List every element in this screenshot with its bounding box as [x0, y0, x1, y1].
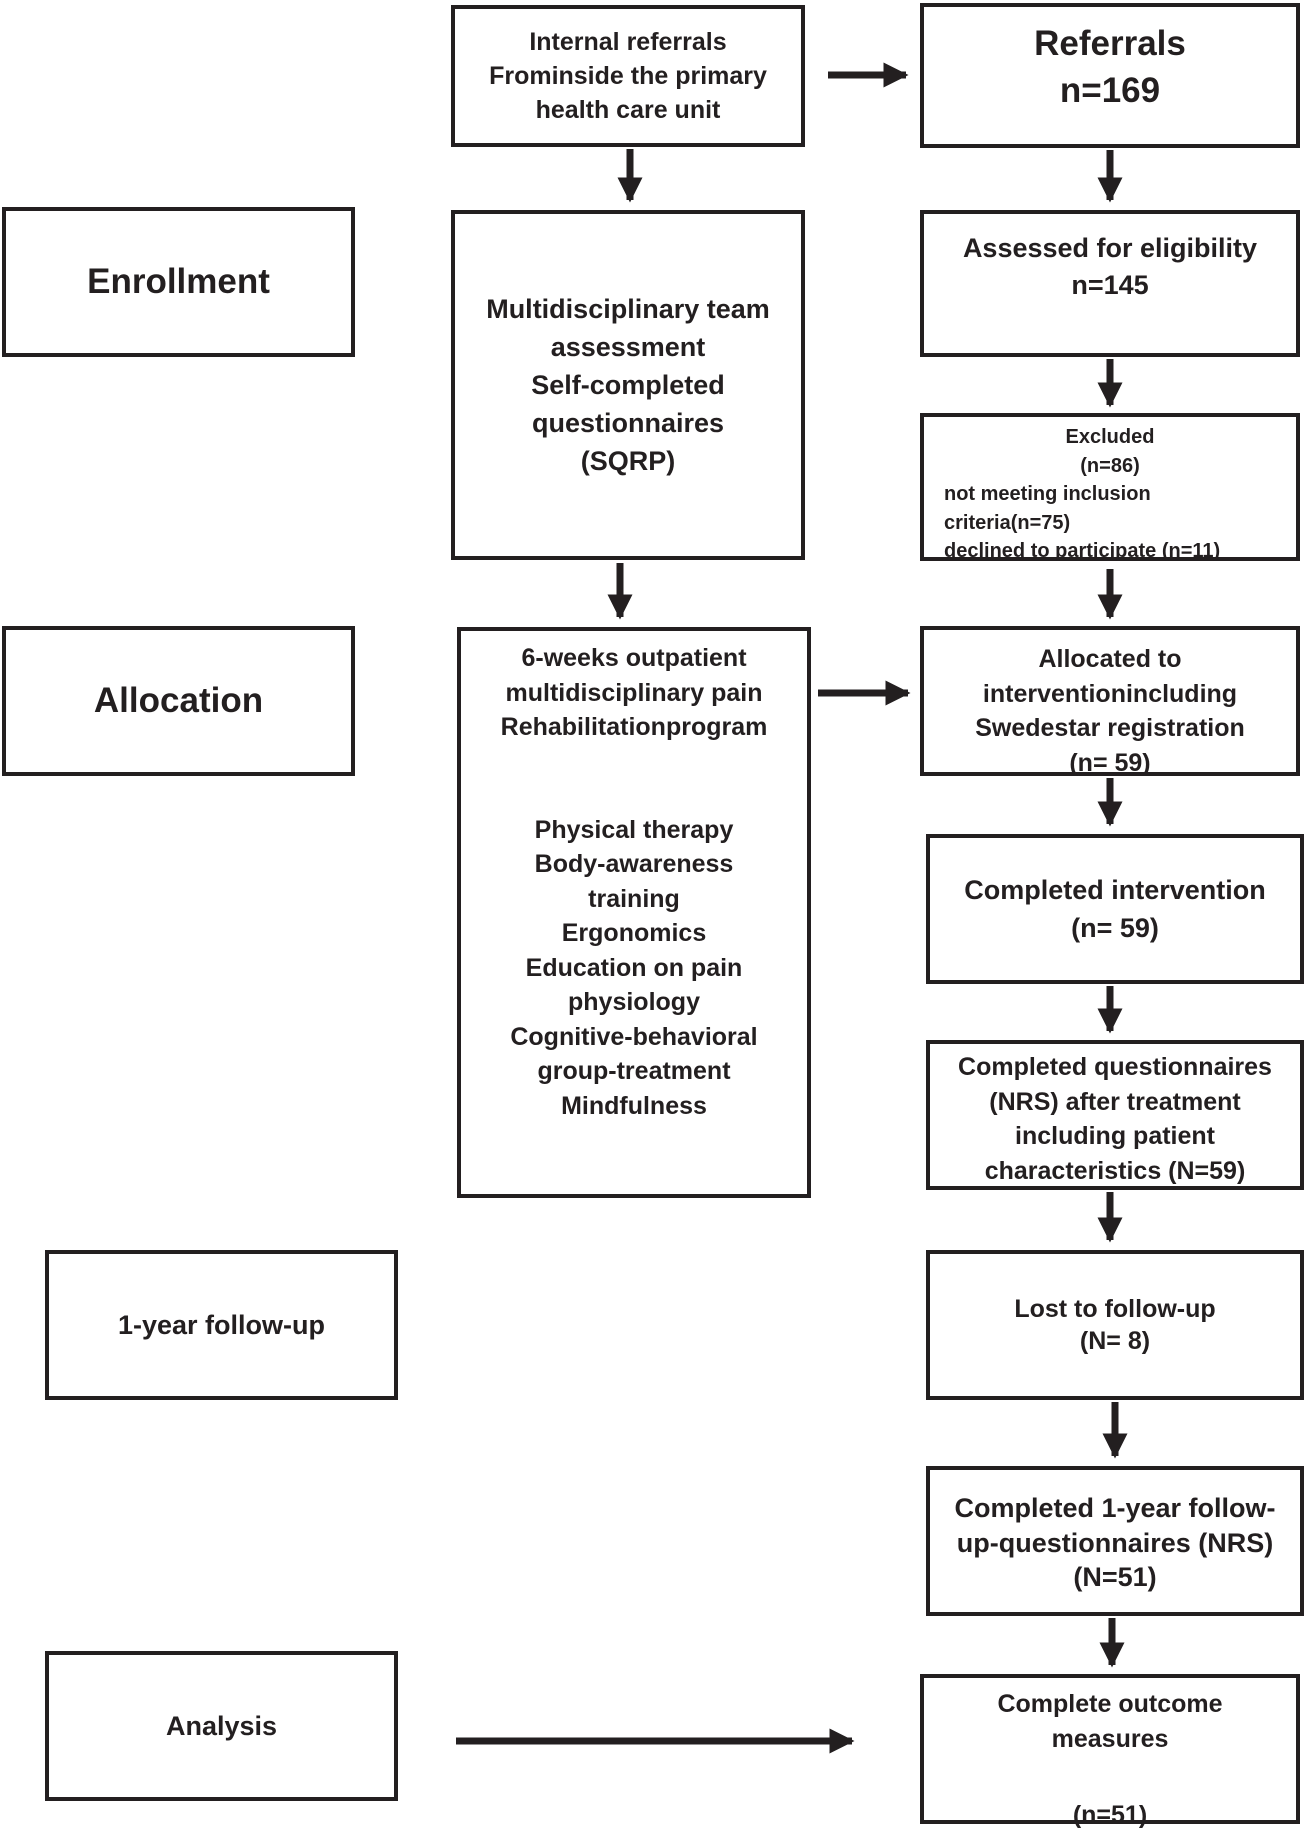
mdt-assessment-line: Self-completed	[531, 370, 725, 400]
completed-questionnaires-line: Completed questionnaires	[958, 1053, 1272, 1081]
stage-allocation-label: Allocation	[93, 681, 264, 720]
referrals-box: Referrals n=169	[920, 3, 1300, 148]
excluded-count: (n=86)	[1080, 454, 1140, 477]
allocated-line: Allocated to	[1038, 645, 1182, 673]
completed-intervention-box: Completed intervention (n= 59)	[926, 834, 1304, 984]
completed-1yr-followup-box: Completed 1-year follow- up-questionnair…	[926, 1466, 1304, 1616]
allocated-line: interventionincluding	[982, 679, 1238, 708]
outcome-line: measures	[1051, 1724, 1169, 1753]
completed-questionnaires-line: (NRS) after treatment	[989, 1087, 1241, 1116]
completed-questionnaires-line: characteristics (N=59)	[984, 1156, 1246, 1185]
excluded-title: Excluded	[1065, 426, 1155, 448]
stage-followup-box: 1-year follow-up	[45, 1250, 398, 1400]
allocated-box: Allocated to interventionincluding Swede…	[920, 626, 1300, 777]
mdt-assessment-line: (SQRP)	[580, 446, 676, 476]
lost-followup-title: Lost to follow-up	[1014, 1295, 1216, 1323]
completed-intervention-count: (n= 59)	[1071, 913, 1159, 943]
completed-intervention-title: Completed intervention	[964, 875, 1266, 905]
stage-enrollment-box: Enrollment	[2, 207, 355, 357]
allocated-line: (n= 59)	[1069, 748, 1151, 777]
excluded-reason: criteria(n=75)	[944, 511, 1071, 534]
stage-followup-label: 1-year follow-up	[117, 1309, 326, 1340]
program-component: Mindfulness	[561, 1091, 707, 1120]
stage-analysis-box: Analysis	[45, 1651, 398, 1801]
referrals-title: Referrals	[1034, 24, 1186, 63]
program-component: Ergonomics	[561, 919, 707, 947]
program-component: Physical therapy	[534, 815, 734, 844]
program-component: Body-awareness	[534, 850, 734, 878]
excluded-reason: not meeting inclusion	[944, 483, 1151, 505]
completed-1yr-line: (N=51)	[1073, 1562, 1157, 1592]
stage-analysis-label: Analysis	[165, 1710, 278, 1741]
program-component: Education on pain	[525, 953, 743, 982]
completed-1yr-line: up-questionnaires (NRS)	[956, 1527, 1274, 1558]
completed-1yr-line: Completed 1-year follow-	[954, 1493, 1276, 1523]
rehabilitation-program-box: 6-weeks outpatient multidisciplinary pai…	[457, 627, 811, 1198]
mdt-assessment-line: Multidisciplinary team	[486, 294, 770, 324]
internal-referrals-line: health care unit	[535, 96, 721, 124]
program-header-line: 6-weeks outpatient	[521, 644, 747, 672]
lost-followup-box: Lost to follow-up (N= 8)	[926, 1250, 1304, 1400]
outcome-count: (n=51)	[1072, 1801, 1148, 1829]
stage-enrollment-label: Enrollment	[87, 262, 270, 301]
assessed-eligibility-box: Assessed for eligibility n=145	[920, 210, 1300, 357]
program-header-line: Rehabilitationprogram	[500, 713, 768, 741]
completed-questionnaires-line: including patient	[1015, 1122, 1215, 1150]
program-header-line: multidisciplinary pain	[505, 678, 763, 707]
stage-allocation-box: Allocation	[2, 626, 355, 776]
referrals-count: n=169	[1059, 71, 1161, 110]
internal-referrals-line: Frominside the primary	[489, 62, 767, 90]
excluded-box: Excluded (n=86) not meeting inclusion cr…	[920, 413, 1300, 562]
program-component: Cognitive-behavioral	[510, 1022, 758, 1051]
outcome-line: Complete outcome	[997, 1690, 1223, 1718]
internal-referrals-box: Internal referrals Frominside the primar…	[451, 5, 805, 147]
complete-outcome-box: Complete outcome measures (n=51)	[920, 1674, 1300, 1829]
allocated-line: Swedestar registration	[975, 714, 1245, 742]
assessed-count: n=145	[1071, 270, 1149, 300]
mdt-assessment-line: assessment	[550, 332, 706, 362]
program-component: training	[588, 884, 680, 913]
lost-followup-count: (N= 8)	[1079, 1327, 1151, 1355]
assessed-title: Assessed for eligibility	[962, 233, 1258, 263]
internal-referrals-line: Internal referrals	[529, 28, 727, 56]
mdt-assessment-line: questionnaires	[531, 408, 725, 438]
completed-questionnaires-box: Completed questionnaires (NRS) after tre…	[926, 1040, 1304, 1190]
excluded-reason: declined to participate (n=11)	[944, 540, 1221, 562]
mdt-assessment-box: Multidisciplinary team assessment Self-c…	[451, 210, 805, 560]
program-component: group-treatment	[537, 1057, 731, 1085]
program-component: physiology	[568, 988, 700, 1016]
